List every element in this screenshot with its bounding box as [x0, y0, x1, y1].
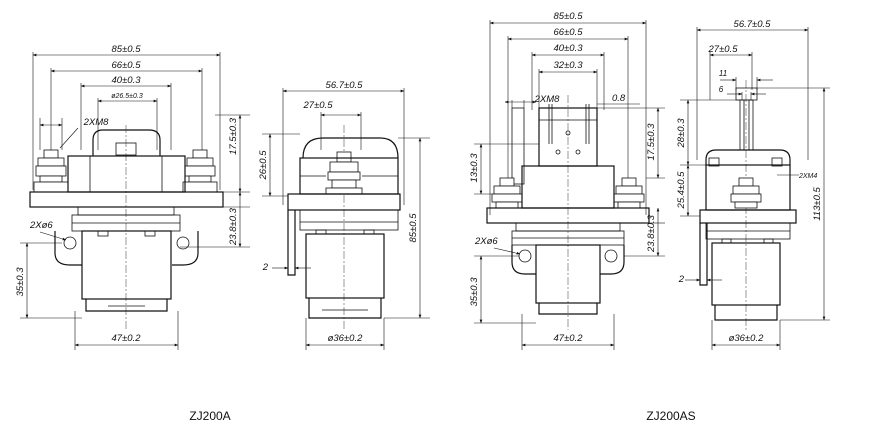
- as-coil-body: [535, 244, 601, 304]
- as-side-top-cap: [705, 149, 791, 165]
- label-mount-holes: 2Xø6: [29, 220, 53, 231]
- as-right-mount-hole: [604, 249, 618, 263]
- dim-dia-36-as: ø36±0.2: [729, 333, 765, 344]
- as-switch-tabs: [739, 99, 754, 151]
- dim-width-66: 66±0.5: [112, 60, 142, 71]
- zj200a-front-view: 85±0.5 66±0.5 40±0.3 ø26.5±0.3 2XM8: [15, 44, 250, 350]
- side-coil: [305, 233, 385, 299]
- dim-width-overall-as: 85±0.5: [554, 11, 584, 22]
- as-side-coil-bottom: [714, 305, 778, 321]
- dim-tab-0-8: 0.8: [612, 93, 626, 104]
- side-bracket: [287, 210, 296, 276]
- as-right-mounting-ear: [600, 245, 625, 275]
- dim-height-23-8: 23.8±0.3: [228, 207, 239, 246]
- dim-height-13: 13±0.3: [469, 153, 480, 183]
- as-left-terminal-bolt: [491, 177, 523, 209]
- zj200as-side-view: 56.7±0.5 27±0.5 11 6 2XM4: [676, 19, 830, 350]
- dim-width-27: 27±0.5: [303, 100, 334, 111]
- dim-base-47-as: 47±0.2: [554, 333, 584, 344]
- dim-height-35: 35±0.3: [15, 267, 26, 297]
- side-coil-bottom: [308, 298, 382, 319]
- as-right-terminal-bolt: [613, 177, 645, 209]
- dim-width-56-7-as: 56.7±0.5: [734, 19, 772, 30]
- dim-width-40: 40±0.3: [112, 75, 142, 86]
- as-side-bracket: [699, 223, 708, 286]
- dim-base-47: 47±0.2: [112, 333, 142, 344]
- left-mounting-ear: [54, 231, 82, 266]
- dim-plate-2-as: 2: [678, 274, 685, 285]
- label-terminal-thread-as: 2XM8: [534, 94, 561, 105]
- as-left-mount-hole: [518, 249, 532, 263]
- right-mount-hole: [176, 236, 190, 250]
- dim-height-28: 28±0.3: [676, 118, 687, 149]
- dim-height-25-4: 25.4±0.5: [676, 171, 687, 210]
- dim-width-overall: 85±0.5: [112, 44, 142, 55]
- left-terminal-bolt: [33, 118, 69, 193]
- dim-height-26: 26±0.5: [258, 150, 269, 181]
- dim-height-17-5-as: 17.5±0.3: [646, 123, 657, 161]
- housing: [67, 155, 186, 193]
- right-mounting-ear: [172, 231, 199, 266]
- zj200a-side-view: 56.7±0.5 27±0.5 2: [258, 80, 430, 350]
- dim-tab-11: 11: [719, 69, 727, 78]
- as-left-mounting-ear: [511, 245, 536, 275]
- dim-height-85: 85±0.5: [408, 213, 419, 243]
- caption-zj200a: ZJ200A: [189, 409, 230, 423]
- left-mount-hole: [63, 236, 77, 250]
- as-side-base-plate: [699, 209, 797, 224]
- dim-height-17-5: 17.5±0.3: [228, 117, 239, 155]
- coil-bottom: [85, 299, 168, 312]
- dim-dia-36: ø36±0.2: [328, 333, 364, 344]
- dim-width-56-7: 56.7±0.5: [326, 80, 364, 91]
- side-top-cap: [302, 137, 399, 159]
- zj200as-front-view: 85±0.5 66±0.5 40±0.3 32±0.3 2XM8 0.8: [469, 11, 665, 350]
- dim-height-23-8-as: 23.8±0.3: [646, 214, 657, 253]
- as-coil-bottom: [538, 303, 598, 315]
- dim-width-27-as: 27±0.5: [708, 44, 739, 55]
- dim-tab-6: 6: [719, 85, 724, 94]
- dim-height-35-as: 35±0.3: [469, 277, 480, 307]
- dim-width-32-as: 32±0.3: [554, 60, 584, 71]
- right-terminal-bolt: [182, 149, 218, 193]
- label-terminal-m4: 2XM4: [798, 173, 817, 180]
- coil-body: [81, 230, 172, 300]
- label-mount-holes-as: 2Xø6: [474, 236, 498, 247]
- dim-height-113: 113±0.5: [812, 187, 823, 221]
- dim-plate-2: 2: [262, 262, 269, 273]
- caption-zj200as: ZJ200AS: [646, 409, 695, 423]
- base-plate: [29, 191, 224, 208]
- label-terminal-thread: 2XM8: [83, 117, 110, 128]
- dim-width-40-as: 40±0.3: [554, 43, 584, 54]
- dim-dia-26-5: ø26.5±0.3: [111, 93, 143, 100]
- dim-width-66-as: 66±0.5: [554, 27, 584, 38]
